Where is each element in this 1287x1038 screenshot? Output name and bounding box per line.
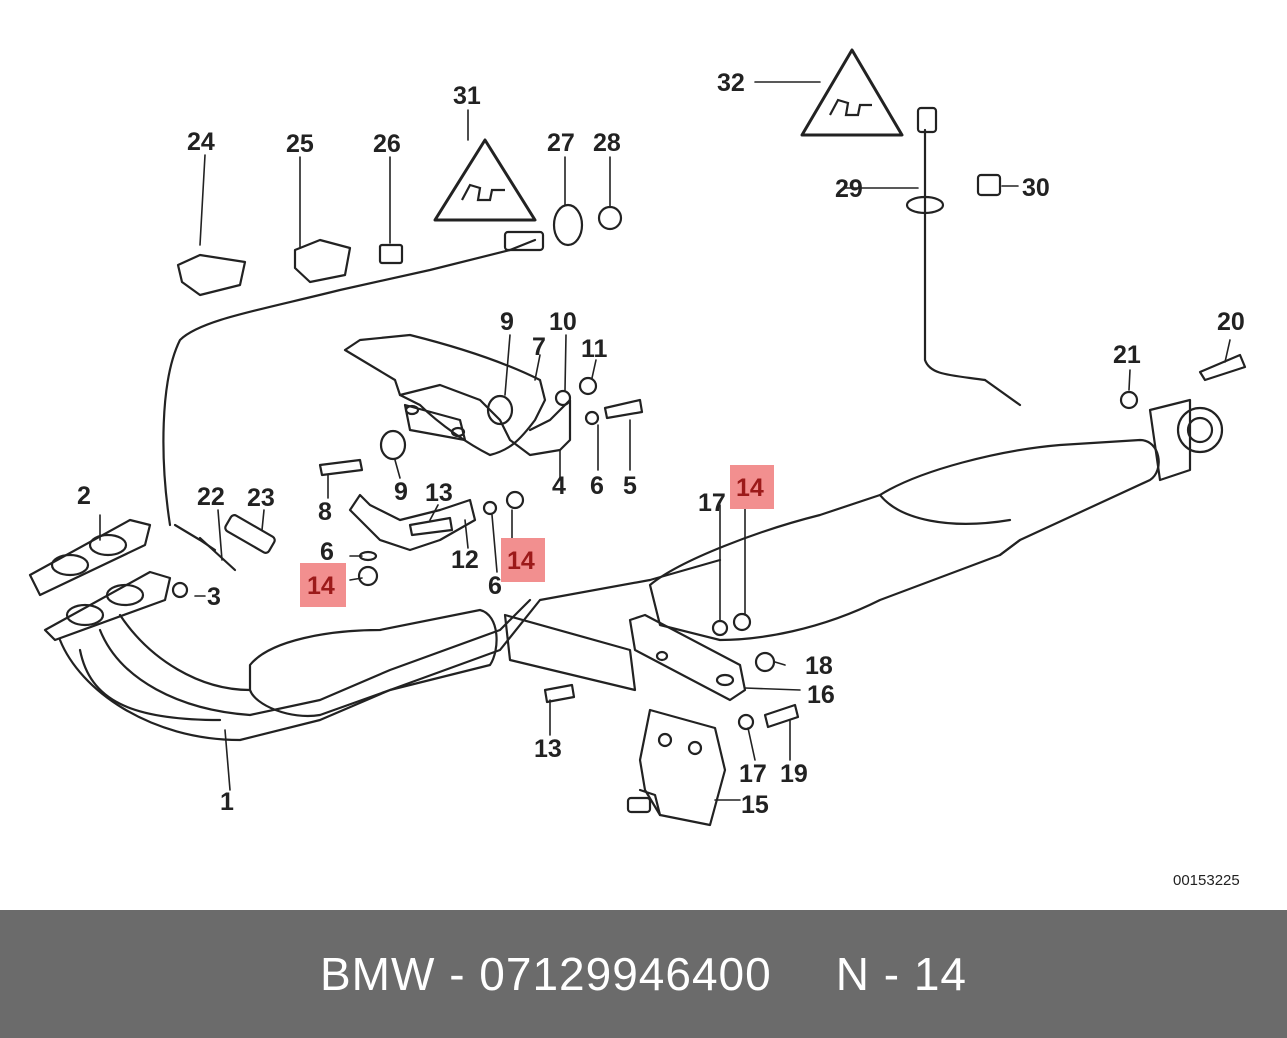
callout-31: 31: [453, 82, 481, 110]
part-number: 07129946400: [479, 948, 772, 1000]
callout-6: 6: [590, 472, 604, 500]
separator: -: [449, 948, 466, 1000]
callout-17: 17: [698, 489, 726, 517]
highlight-box: [300, 563, 346, 607]
callout-20: 20: [1217, 308, 1245, 336]
callout-13: 13: [534, 735, 562, 763]
callout-9: 9: [500, 308, 514, 336]
callout-25: 25: [286, 130, 314, 158]
warning-triangle-plug-icon: [800, 48, 904, 137]
callout-27: 27: [547, 129, 575, 157]
callout-19: 19: [780, 760, 808, 788]
part-footer-bar: BMW - 07129946400 N - 14: [0, 910, 1287, 1038]
callout-6: 6: [488, 572, 502, 600]
callout-7: 7: [532, 333, 546, 361]
exhaust-parts-diagram: 1 2 3 4 5 6 6 6 7 8 9 9 10 11 12 13 13 1…: [28, 48, 1247, 889]
callout-10: 10: [549, 308, 577, 336]
callout-3: 3: [207, 583, 221, 611]
callout-30: 30: [1022, 174, 1050, 202]
front-catalyst-drawing: [248, 608, 498, 718]
callout-14-highlighted: 14: [307, 572, 335, 600]
manifold-gasket-drawing: [28, 518, 152, 597]
callout-5: 5: [623, 472, 637, 500]
position-number: 14: [913, 948, 968, 1000]
brand-name: BMW: [319, 948, 436, 1000]
oxygen-sensor-cable-drawing: [162, 238, 537, 527]
hanger-bracket-drawing: [628, 613, 747, 702]
callout-16: 16: [807, 681, 835, 709]
callout-28: 28: [593, 129, 621, 157]
callout-18: 18: [805, 652, 833, 680]
separator: -: [883, 948, 901, 1000]
callout-14-highlighted: 14: [507, 547, 535, 575]
position-label: N: [835, 948, 870, 1000]
callout-12: 12: [451, 546, 479, 574]
callout-29: 29: [835, 175, 863, 203]
callout-15: 15: [741, 791, 769, 819]
main-catalyst-drawing: [648, 438, 1160, 642]
diagram-code: 00153225: [1173, 872, 1240, 889]
highlight-box: [730, 465, 774, 509]
callout-14-highlighted: 14: [736, 474, 764, 502]
callout-4: 4: [552, 472, 566, 500]
callout-22: 22: [197, 483, 225, 511]
callout-11: 11: [581, 335, 608, 363]
warning-triangle-plug-icon: [433, 138, 537, 222]
highlight-box: [501, 538, 545, 582]
callout-26: 26: [373, 130, 401, 158]
support-bracket-drawing: [343, 333, 547, 457]
callout-17: 17: [739, 760, 767, 788]
callout-13: 13: [425, 479, 453, 507]
callout-23: 23: [247, 484, 275, 512]
rubber-mount-drawing: [638, 708, 727, 827]
callout-21: 21: [1113, 341, 1141, 369]
callout-2: 2: [77, 482, 91, 510]
callout-24: 24: [187, 128, 215, 156]
front-pipe-drawing: [58, 558, 722, 742]
callout-8: 8: [318, 498, 332, 526]
callout-6: 6: [320, 538, 334, 566]
callout-9: 9: [394, 478, 408, 506]
callout-1: 1: [220, 788, 234, 816]
callout-32: 32: [717, 69, 745, 97]
